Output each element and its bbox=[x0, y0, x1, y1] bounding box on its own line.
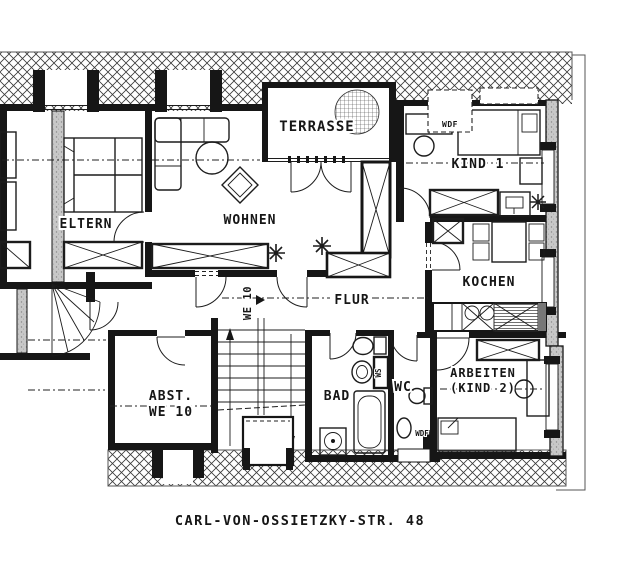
chimney-shaft bbox=[360, 160, 392, 259]
sideboard-wohnen bbox=[150, 242, 270, 270]
sink-bad bbox=[351, 360, 373, 384]
sink bbox=[464, 305, 480, 321]
toilet-bad bbox=[352, 336, 387, 356]
room-wc bbox=[390, 334, 433, 463]
wardrobe-arbeiten bbox=[475, 338, 541, 362]
masonry-wall-left bbox=[16, 110, 65, 354]
label-wdf-wc: WDF bbox=[415, 429, 429, 438]
door-entrance-we10 bbox=[276, 276, 308, 308]
plant bbox=[313, 237, 331, 255]
roof-height-lines bbox=[2, 159, 545, 407]
entrance-arrow bbox=[256, 295, 265, 305]
label-arbeiten-1: ARBEITEN bbox=[450, 366, 516, 380]
address-title: CARL-VON-OSSIETZKY-STR. 48 bbox=[175, 513, 425, 529]
flur-doors bbox=[195, 271, 308, 308]
stool-kind1 bbox=[413, 135, 435, 157]
wardrobe-kind1 bbox=[428, 188, 500, 217]
dining-table bbox=[472, 221, 545, 263]
dormer-below-abst bbox=[163, 450, 193, 484]
room-abst bbox=[152, 336, 204, 484]
winder-stairs bbox=[51, 283, 119, 357]
roof-window-bed bbox=[479, 87, 539, 105]
sofa bbox=[154, 117, 230, 191]
bed-eltern bbox=[63, 137, 143, 213]
counter-end bbox=[538, 303, 546, 331]
toilet-wc bbox=[408, 387, 433, 405]
labels: ELTERN WOHNEN TERRASSE KIND 1 KOCHEN FLU… bbox=[58, 117, 517, 529]
sink-wc bbox=[396, 417, 412, 439]
terrace bbox=[262, 82, 396, 193]
bathtub bbox=[353, 390, 386, 454]
label-bad: BAD bbox=[324, 389, 350, 404]
door-wc bbox=[390, 334, 418, 362]
room-kochen bbox=[426, 217, 547, 332]
staircase-main bbox=[217, 318, 306, 470]
walls bbox=[0, 100, 566, 462]
dormer-window-mid bbox=[155, 70, 222, 112]
desk-kind1 bbox=[499, 191, 531, 217]
room-kind1 bbox=[399, 87, 546, 219]
terrace-door-ticks bbox=[288, 156, 345, 163]
window-arbeiten bbox=[545, 363, 559, 431]
label-wc: WC bbox=[394, 380, 412, 395]
desk-arbeiten bbox=[526, 359, 550, 417]
plant bbox=[267, 244, 285, 262]
window-kochen bbox=[541, 256, 555, 308]
sideboard-flur bbox=[325, 251, 392, 279]
label-kind1: KIND 1 bbox=[452, 157, 505, 172]
label-kochen: KOCHEN bbox=[463, 275, 516, 290]
window-wc bbox=[397, 448, 431, 463]
stair-landing bbox=[241, 415, 295, 467]
plant bbox=[530, 194, 546, 210]
label-we10-entrance: WE 10 bbox=[242, 286, 254, 320]
wardrobe-eltern bbox=[62, 240, 144, 270]
label-eltern: ELTERN bbox=[60, 217, 113, 232]
room-bad bbox=[319, 332, 390, 456]
door-kind1 bbox=[399, 187, 431, 219]
door-arbeiten bbox=[436, 337, 470, 371]
kitchen-counter bbox=[432, 302, 547, 332]
label-abst-1: ABST. bbox=[149, 389, 193, 404]
label-terrasse: TERRASSE bbox=[279, 119, 354, 135]
terrace-french-doors bbox=[290, 161, 352, 193]
cutoff-room-furniture bbox=[0, 131, 32, 270]
nightstand-kind1 bbox=[519, 157, 543, 185]
plot-boundary-line bbox=[556, 54, 586, 491]
bed-arbeiten bbox=[437, 417, 517, 452]
dormer-window-left bbox=[33, 70, 99, 112]
label-abst-2: WE 10 bbox=[149, 405, 193, 420]
room-arbeiten bbox=[436, 337, 550, 452]
room-wohnen bbox=[150, 117, 331, 270]
terrace-table bbox=[334, 89, 380, 135]
stair-arrow-up bbox=[226, 328, 234, 340]
label-arbeiten-2: (KIND 2) bbox=[450, 381, 516, 395]
roof-window-wdf bbox=[427, 89, 473, 133]
chair-arbeiten bbox=[514, 379, 534, 399]
cabinet-kochen bbox=[431, 217, 465, 245]
door-winder bbox=[89, 301, 119, 331]
washing-machine bbox=[319, 427, 347, 456]
label-wohnen: WOHNEN bbox=[224, 213, 277, 228]
armchair bbox=[221, 166, 259, 204]
label-ws: WS bbox=[374, 368, 383, 378]
door-kochen bbox=[431, 241, 461, 271]
coffee-table bbox=[195, 141, 229, 175]
label-flur: FLUR bbox=[334, 293, 369, 308]
door-corridor bbox=[195, 276, 227, 308]
label-wdf-roof: WDF bbox=[442, 120, 458, 129]
masonry-wall-right bbox=[540, 99, 564, 457]
door-eltern bbox=[113, 211, 145, 243]
door-abst bbox=[156, 336, 186, 366]
door-bad bbox=[329, 332, 357, 360]
ws-shaft bbox=[372, 355, 390, 390]
room-eltern bbox=[0, 131, 145, 270]
